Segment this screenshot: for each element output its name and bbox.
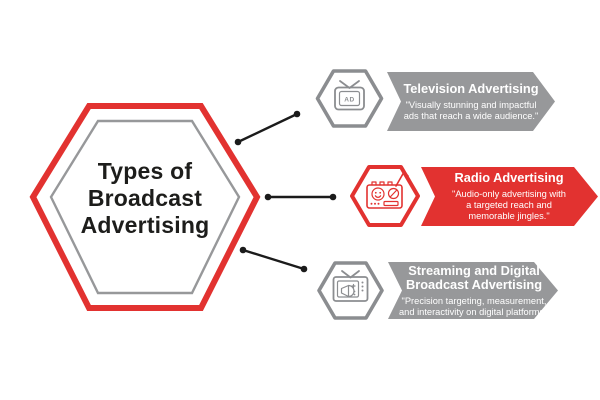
radio-hexagon <box>350 165 420 227</box>
main-hexagon-inner-gray <box>49 119 241 295</box>
radio-icon <box>366 171 409 209</box>
television-hexagon <box>315 69 384 128</box>
streaming-title-line-1: Streaming and Digital <box>408 262 540 278</box>
main-title-line-1: Types of <box>97 158 193 184</box>
radio-banner <box>421 167 598 226</box>
television-banner-text: Television Advertising "Visually stunnin… <box>398 72 544 131</box>
television-desc-line-2: ads that reach a wide audience." <box>403 110 539 121</box>
main-hexagon-outer-red <box>29 103 261 311</box>
streaming-hexagon <box>317 261 384 320</box>
main-title-line-3: Advertising <box>80 212 210 238</box>
television-icon-ad-label: AD <box>344 96 354 103</box>
television-ad-icon: AD <box>334 80 365 111</box>
radio-desc-line-3: memorable jingles." <box>468 210 550 221</box>
television-title: Television Advertising <box>403 80 539 96</box>
connector-streaming <box>239 246 308 273</box>
streaming-banner-text: Streaming and Digital Broadcast Advertis… <box>399 262 551 319</box>
main-title: Types of Broadcast Advertising <box>45 158 245 239</box>
connector-radio <box>264 193 337 201</box>
radio-banner-text: Radio Advertising "Audio-only advertisin… <box>436 167 582 226</box>
radio-desc-line-1: "Audio-only advertising with <box>452 189 566 200</box>
streaming-banner <box>388 262 558 319</box>
streaming-title-line-2: Broadcast Advertising <box>405 276 543 292</box>
streaming-tv-megaphone-icon <box>332 270 369 302</box>
television-desc-line-1: "Visually stunning and impactful <box>405 99 537 110</box>
streaming-desc-line-1: "Precision targeting, measurement, <box>401 295 547 306</box>
connector-television <box>234 110 301 146</box>
television-banner <box>387 72 555 131</box>
main-title-line-2: Broadcast <box>87 185 203 211</box>
radio-desc-line-2: a targeted reach and <box>466 200 552 211</box>
streaming-desc-line-2: and interactivity on digital platforms." <box>399 306 551 317</box>
radio-title: Radio Advertising <box>454 170 564 186</box>
